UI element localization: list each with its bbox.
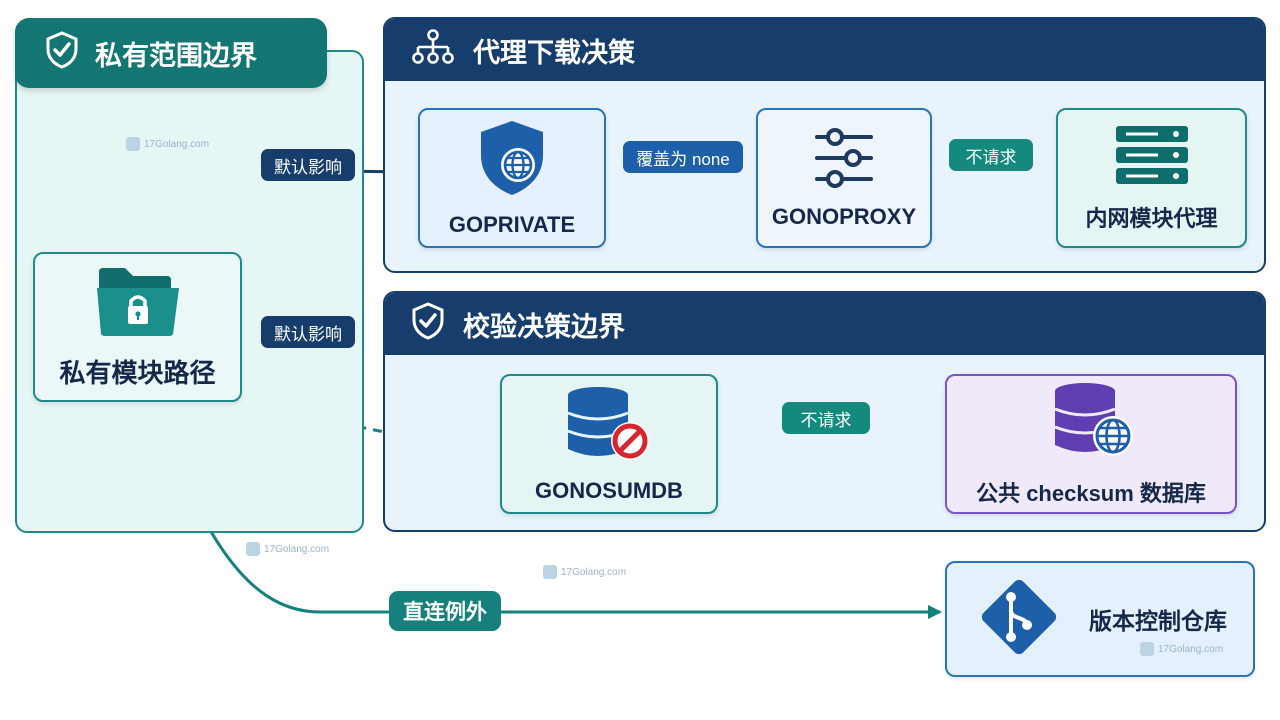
checksum-db-label: 公共 checksum 数据库 bbox=[976, 480, 1206, 506]
locked-folder-icon bbox=[95, 264, 181, 343]
edge-label-override-none: 覆盖为 none bbox=[623, 141, 743, 173]
database-blocked-icon bbox=[566, 385, 652, 468]
edge-label-no-request-1: 不请求 bbox=[949, 139, 1033, 171]
gonoproxy-label: GONOPROXY bbox=[771, 203, 917, 229]
watermark-logo: 17Golang.com bbox=[1140, 642, 1223, 656]
proxy-decision-title: 代理下载决策 bbox=[473, 37, 635, 68]
watermark-logo: 17Golang.com bbox=[246, 542, 329, 556]
watermark-logo: 17Golang.com bbox=[126, 137, 209, 151]
checksum-db-node: 公共 checksum 数据库 bbox=[945, 374, 1237, 514]
proxy-decision-header: 代理下载决策 bbox=[385, 19, 1264, 81]
intranet-proxy-label: 内网模块代理 bbox=[1085, 205, 1218, 231]
shield-check-icon bbox=[411, 301, 445, 347]
vcs-repo-label: 版本控制仓库 bbox=[1089, 608, 1227, 634]
edge-label-default-effect-1: 默认影响 bbox=[261, 149, 355, 181]
gonosumdb-label: GONOSUMDB bbox=[535, 477, 683, 503]
watermark-text: 17Golang.com bbox=[1158, 643, 1224, 655]
private-scope-title: 私有范围边界 bbox=[95, 40, 257, 71]
shield-check-icon bbox=[45, 30, 79, 76]
watermark-text: 17Golang.com bbox=[144, 138, 210, 150]
sliders-icon bbox=[813, 127, 875, 194]
git-branch-icon bbox=[975, 573, 1063, 666]
goprivate-label: GOPRIVATE bbox=[448, 211, 576, 237]
watermark-text: 17Golang.com bbox=[264, 543, 330, 555]
gonosumdb-node: GONOSUMDB bbox=[500, 374, 718, 514]
private-scope-header: 私有范围边界 bbox=[15, 18, 327, 88]
watermark-text: 17Golang.com bbox=[561, 566, 627, 578]
edge-label-direct-exception: 直连例外 bbox=[389, 591, 501, 631]
watermark-logo: 17Golang.com bbox=[543, 565, 626, 579]
verification-header: 校验决策边界 bbox=[385, 293, 1264, 355]
vcs-repo-node: 版本控制仓库 bbox=[945, 561, 1255, 677]
edge-label-default-effect-2: 默认影响 bbox=[261, 316, 355, 348]
shield-globe-icon bbox=[475, 119, 549, 202]
database-globe-icon bbox=[1045, 381, 1137, 466]
intranet-proxy-node: 内网模块代理 bbox=[1056, 108, 1247, 248]
verification-title: 校验决策边界 bbox=[463, 311, 625, 342]
private-module-node: 私有模块路径 bbox=[33, 252, 242, 402]
private-module-label: 私有模块路径 bbox=[59, 358, 216, 388]
server-icon bbox=[1114, 124, 1190, 191]
goprivate-node: GOPRIVATE bbox=[418, 108, 606, 248]
hierarchy-icon bbox=[411, 28, 455, 72]
edge-label-no-request-2: 不请求 bbox=[782, 402, 870, 434]
gonoproxy-node: GONOPROXY bbox=[756, 108, 932, 248]
